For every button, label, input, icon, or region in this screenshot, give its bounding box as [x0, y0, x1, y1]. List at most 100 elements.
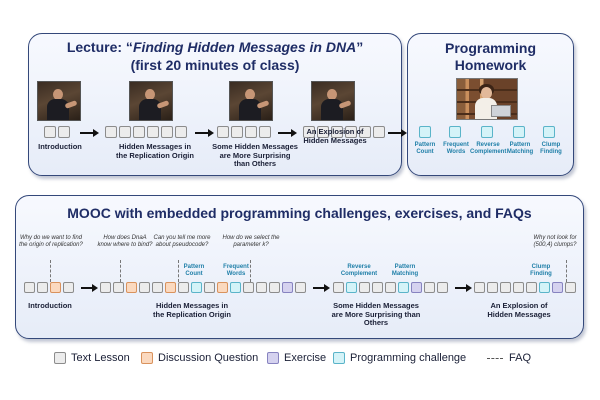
- legend-faq-dash: [487, 357, 503, 359]
- lecture-slide-box: [175, 126, 187, 138]
- text-lesson-box[interactable]: [333, 282, 344, 293]
- text-lesson-box[interactable]: [295, 282, 306, 293]
- lecture-segment-label: An Explosion of Hidden Messages: [303, 127, 367, 145]
- homework-challenge-label: Pattern Matching: [506, 142, 534, 155]
- homework-challenge-label: Frequent Words: [443, 142, 469, 155]
- legend-faq: FAQ: [487, 352, 531, 364]
- mooc-flow-arrow: [455, 284, 472, 292]
- text-lesson-box[interactable]: [513, 282, 524, 293]
- legend-programming: Programming challenge: [333, 352, 466, 364]
- text-lesson-box[interactable]: [424, 282, 435, 293]
- mooc-segment-label: Some Hidden Messages are More Surprising…: [331, 301, 421, 328]
- homework-challenge-box[interactable]: [543, 126, 555, 138]
- faq-link-line: [50, 260, 51, 282]
- text-lesson-box[interactable]: [37, 282, 48, 293]
- mooc-challenge-label: Reverse Complement: [340, 264, 378, 277]
- lecture-slide-box: [217, 126, 229, 138]
- text-lesson-box[interactable]: [243, 282, 254, 293]
- text-lesson-box[interactable]: [500, 282, 511, 293]
- homework-challenge-box[interactable]: [513, 126, 525, 138]
- text-lesson-box[interactable]: [204, 282, 215, 293]
- programming-challenge-box[interactable]: [398, 282, 409, 293]
- mooc-challenge-label: Clump Finding: [530, 264, 552, 277]
- legend-exercise: Exercise: [267, 352, 326, 364]
- text-lesson-box[interactable]: [487, 282, 498, 293]
- faq-question: Why do we want to find the origin of rep…: [19, 235, 83, 249]
- homework-challenge-label: Pattern Count: [414, 142, 436, 155]
- text-lesson-box[interactable]: [474, 282, 485, 293]
- faq-question: How do we select the parameter k?: [222, 235, 280, 249]
- text-lesson-box[interactable]: [526, 282, 537, 293]
- lecture-segment-label: Introduction: [38, 142, 82, 151]
- homework-challenge-box[interactable]: [419, 126, 431, 138]
- mooc-challenge-label: Frequent Words: [223, 264, 249, 277]
- discussion-question-box[interactable]: [126, 282, 137, 293]
- text-lesson-box[interactable]: [565, 282, 576, 293]
- faq-question: Why not look for (500,4) clumps?: [533, 235, 577, 249]
- lecture-flow-arrow: [80, 129, 99, 137]
- discussion-question-box[interactable]: [217, 282, 228, 293]
- legend-programming-swatch: [333, 352, 345, 364]
- programming-challenge-box[interactable]: [539, 282, 550, 293]
- discussion-question-box[interactable]: [165, 282, 176, 293]
- mooc-segment-label: Introduction: [28, 301, 72, 310]
- lecture-flow-arrow: [278, 129, 297, 137]
- text-lesson-box[interactable]: [372, 282, 383, 293]
- discussion-question-box[interactable]: [50, 282, 61, 293]
- homework-title-line1: Programming: [444, 40, 536, 56]
- text-lesson-box[interactable]: [359, 282, 370, 293]
- mooc-challenge-label: Pattern Matching: [391, 264, 419, 277]
- text-lesson-box[interactable]: [139, 282, 150, 293]
- legend-text-lesson-swatch: [54, 352, 66, 364]
- lecture-slide-box: [231, 126, 243, 138]
- lecture-slide-box: [317, 126, 329, 138]
- homework-challenge-label: Reverse Complement: [470, 142, 507, 155]
- lecture-slide-box: [245, 126, 257, 138]
- exercise-box[interactable]: [411, 282, 422, 293]
- exercise-box[interactable]: [552, 282, 563, 293]
- faq-link-line: [566, 260, 567, 282]
- lecture-slide-box: [303, 126, 315, 138]
- text-lesson-box[interactable]: [63, 282, 74, 293]
- mooc-flow-arrow: [81, 284, 98, 292]
- lecture-subtitle: (first 20 minutes of class): [130, 57, 300, 73]
- text-lesson-box[interactable]: [269, 282, 280, 293]
- mooc-segment-label: Hidden Messages in the Replication Origi…: [153, 301, 231, 319]
- lecture-slide-box: [359, 126, 371, 138]
- lecture-segment-label: Some Hidden Messages are More Surprising…: [212, 142, 298, 169]
- lecture-slide-box: [105, 126, 117, 138]
- legend-discussion-swatch: [141, 352, 153, 364]
- lecture-slide-box: [44, 126, 56, 138]
- lecture-slide-box: [58, 126, 70, 138]
- text-lesson-box[interactable]: [256, 282, 267, 293]
- mooc-segment-label: An Explosion of Hidden Messages: [487, 301, 551, 319]
- lecture-slide-box: [133, 126, 145, 138]
- faq-link-line: [120, 260, 121, 282]
- lecture-video-thumbnail-3: [229, 81, 273, 121]
- exercise-box[interactable]: [282, 282, 293, 293]
- lecture-slide-box: [345, 126, 357, 138]
- legend-text-lesson: Text Lesson: [54, 352, 130, 364]
- programming-challenge-box[interactable]: [230, 282, 241, 293]
- lecture-segment-label: Hidden Messages in the Replication Origi…: [116, 142, 194, 160]
- faq-link-line: [250, 260, 251, 282]
- programming-challenge-box[interactable]: [191, 282, 202, 293]
- lecture-video-thumbnail-4: [311, 81, 355, 121]
- homework-challenge-box[interactable]: [481, 126, 493, 138]
- text-lesson-box[interactable]: [385, 282, 396, 293]
- homework-challenge-label: Clump Finding: [540, 142, 562, 155]
- faq-link-line: [178, 260, 179, 282]
- lecture-slide-box: [259, 126, 271, 138]
- faq-question: How does DnaA know where to bind?: [97, 235, 153, 249]
- lecture-flow-arrow: [195, 129, 214, 137]
- lecture-video-thumbnail-1: [37, 81, 81, 121]
- text-lesson-box[interactable]: [152, 282, 163, 293]
- homework-challenge-box[interactable]: [449, 126, 461, 138]
- faq-question: Can you tell me more about pseudocode?: [153, 235, 211, 249]
- text-lesson-box[interactable]: [178, 282, 189, 293]
- programming-challenge-box[interactable]: [346, 282, 357, 293]
- text-lesson-box[interactable]: [24, 282, 35, 293]
- text-lesson-box[interactable]: [437, 282, 448, 293]
- text-lesson-box[interactable]: [113, 282, 124, 293]
- text-lesson-box[interactable]: [100, 282, 111, 293]
